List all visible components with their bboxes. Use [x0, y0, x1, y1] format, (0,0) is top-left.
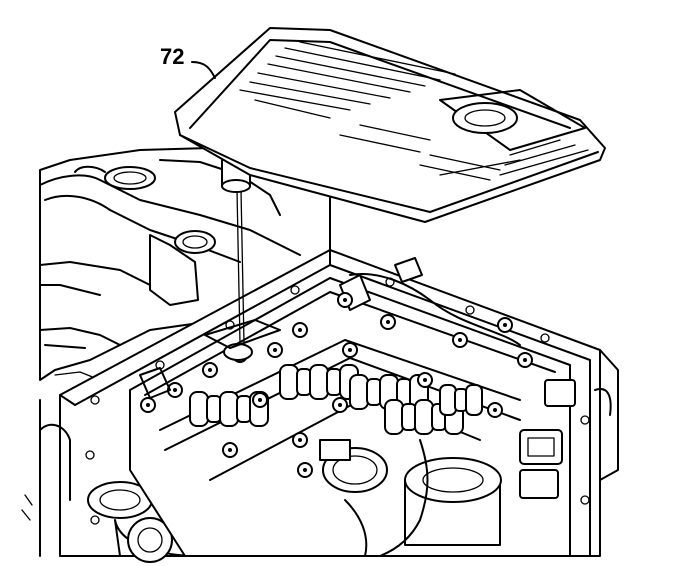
bolt	[140, 292, 533, 478]
alignment-line	[236, 189, 241, 344]
electrical-connector	[519, 379, 576, 499]
solenoid	[319, 439, 388, 493]
spool-valve	[279, 364, 359, 400]
spool-valve	[349, 374, 429, 410]
transmission-fluid-filter	[174, 27, 606, 344]
callout-label: 72	[160, 44, 185, 69]
control-valve-body	[129, 257, 576, 557]
spool-valve	[439, 384, 483, 416]
callout-leader-line	[191, 61, 216, 79]
accumulator	[404, 457, 502, 546]
